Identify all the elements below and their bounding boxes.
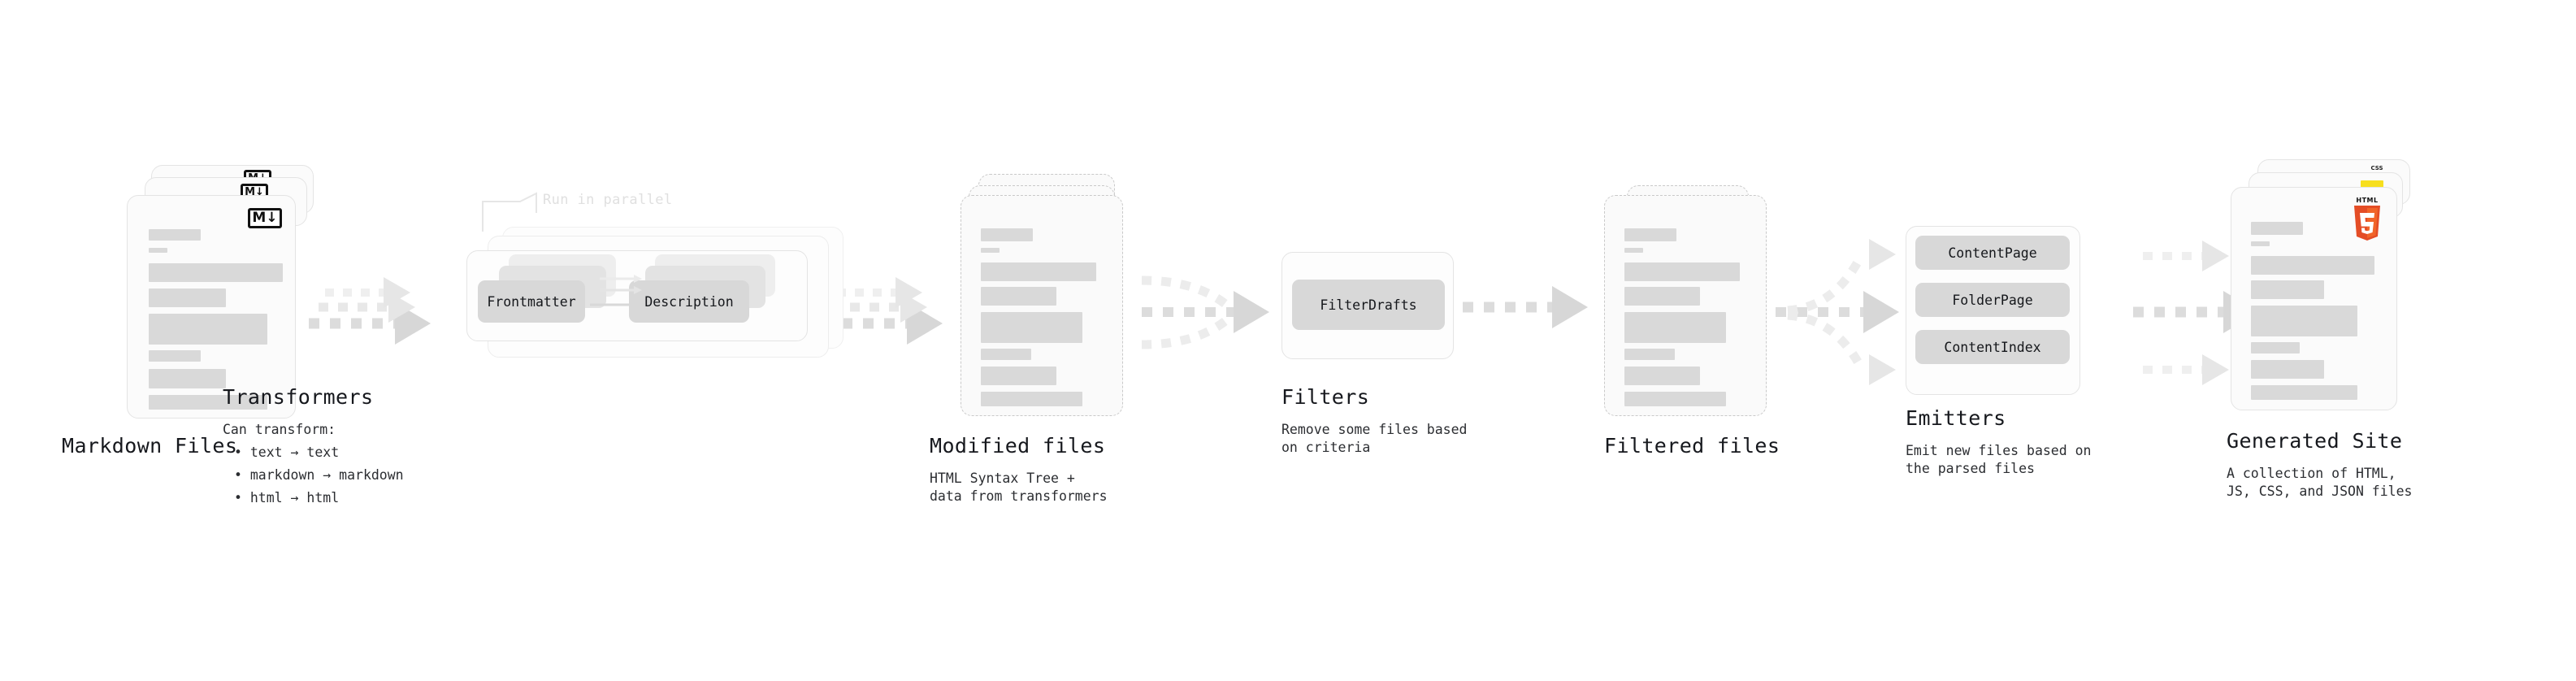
doc-line	[2251, 280, 2324, 299]
doc-line	[2251, 222, 2303, 235]
connector-transformers-to-modified	[821, 277, 943, 345]
markdown-icon: M↓	[248, 208, 282, 228]
emitters-subtitle: Emit new files based on the parsed files	[1906, 443, 2092, 476]
doc-line	[1624, 287, 1700, 306]
emitter-chip-contentindex[interactable]: ContentIndex	[1915, 330, 2070, 364]
doc-line	[1624, 228, 1676, 241]
doc-line	[1624, 312, 1726, 343]
doc-line	[981, 392, 1082, 406]
connector-modified-to-filters	[1141, 275, 1269, 349]
doc-line	[1624, 262, 1740, 281]
filters-subtitle: Remove some files based on criteria	[1281, 422, 1468, 455]
doc-line	[149, 314, 267, 345]
doc-line	[1624, 367, 1700, 385]
doc-line	[149, 229, 201, 241]
doc-line	[2251, 342, 2300, 354]
annotation-run-in-parallel: Run in parallel	[543, 192, 673, 208]
connector-md-to-transformers	[309, 277, 431, 345]
doc-line	[149, 263, 283, 282]
stage-title-emitters: Emitters	[1906, 406, 2006, 430]
css-icon-label: CSS	[2370, 165, 2383, 171]
emitter-chip-folderpage[interactable]: FolderPage	[1915, 283, 2070, 317]
transformer-chip-description[interactable]: Description	[629, 280, 749, 323]
doc-line	[149, 288, 226, 307]
doc-line	[981, 312, 1082, 343]
stage-title-filtered-files: Filtered files	[1604, 434, 1780, 458]
doc-line	[981, 367, 1056, 385]
run-in-parallel-leader	[482, 192, 537, 232]
modified-files-subtitle: HTML Syntax Tree + data from transformer…	[930, 471, 1108, 504]
doc-line	[149, 395, 267, 410]
connector-emitters-to-site	[2133, 241, 2259, 385]
emitter-chip-contentpage[interactable]: ContentPage	[1915, 236, 2070, 270]
doc-line	[1624, 248, 1643, 253]
doc-line	[2251, 360, 2324, 379]
doc-line	[2251, 241, 2270, 246]
connector-filtered-to-emitters	[1776, 239, 1899, 385]
stage-title-generated-site: Generated Site	[2227, 429, 2403, 453]
stage-title-filters: Filters	[1281, 385, 1370, 409]
transformers-bullet-1: • markdown → markdown	[234, 467, 404, 483]
filtered-file-card-front[interactable]	[1604, 195, 1767, 416]
stage-title-modified-files: Modified files	[930, 434, 1106, 458]
stage-title-markdown-files: Markdown Files	[62, 434, 238, 458]
markdown-file-card-front[interactable]: M↓	[127, 195, 296, 419]
doc-line	[981, 349, 1031, 360]
generated-file-card-front[interactable]: HTML	[2231, 187, 2397, 410]
doc-line	[981, 287, 1056, 306]
html5-icon-label: HTML	[2356, 197, 2379, 204]
transformers-bullet-2: • html → html	[234, 490, 340, 505]
doc-line	[149, 248, 167, 253]
html5-icon: HTML	[2352, 197, 2383, 241]
modified-file-card-front[interactable]	[961, 195, 1123, 416]
stage-title-transformers: Transformers	[223, 385, 374, 409]
doc-line	[981, 262, 1096, 281]
transformer-chip-frontmatter[interactable]: Frontmatter	[478, 280, 585, 323]
doc-line	[2251, 385, 2357, 400]
doc-line	[981, 248, 1000, 253]
doc-line	[2251, 306, 2357, 336]
doc-line	[149, 350, 201, 362]
connector-filters-to-filtered	[1463, 286, 1588, 328]
doc-line	[149, 369, 226, 388]
doc-line	[2251, 256, 2374, 275]
doc-line	[1624, 349, 1675, 360]
generated-site-subtitle: A collection of HTML, JS, CSS, and JSON …	[2227, 466, 2413, 499]
doc-line	[1624, 392, 1726, 406]
transformers-subtitle: Can transform:	[223, 422, 336, 437]
transformers-bullet-0: • text → text	[234, 445, 340, 460]
filter-chip-filterdrafts[interactable]: FilterDrafts	[1292, 280, 1445, 330]
doc-line	[981, 228, 1033, 241]
